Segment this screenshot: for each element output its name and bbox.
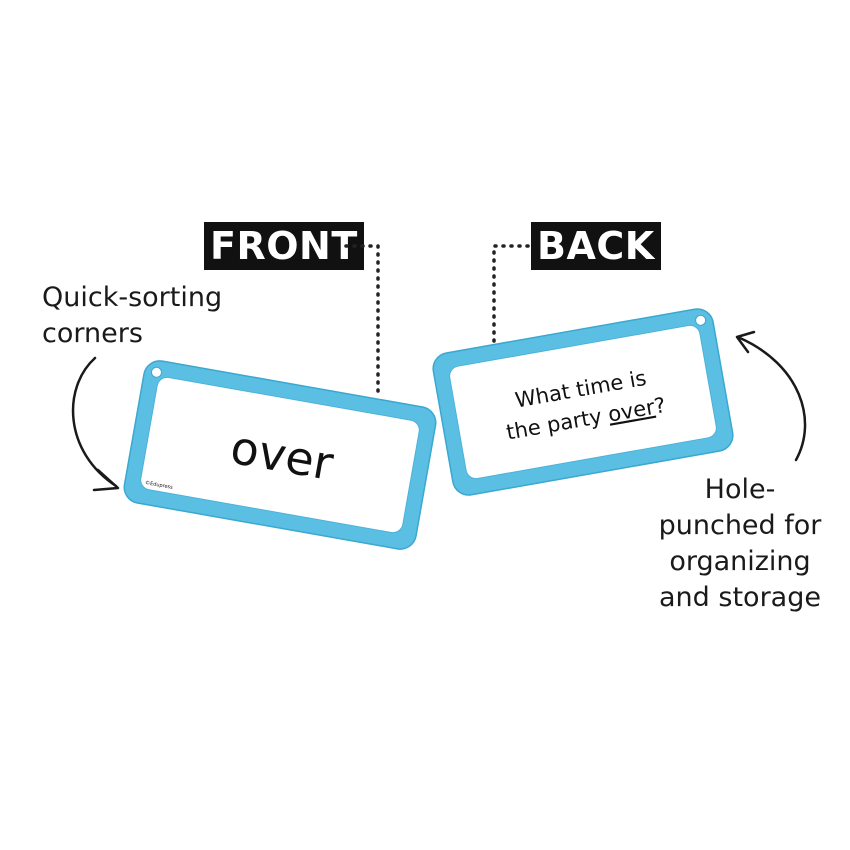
callout-right-line-1: Hole- (704, 474, 776, 505)
callout-right-line-3: organizing (669, 546, 811, 577)
back-card-line-2-suffix: ? (652, 393, 667, 419)
back-leader-dotted-line (492, 244, 530, 347)
quick-sorting-callout: Quick-sorting corners (42, 280, 242, 352)
front-card-brand: ©Edupress (145, 479, 174, 491)
back-card-face (449, 324, 717, 480)
left-curved-arrow (71, 356, 120, 492)
callout-left-line-2: corners (42, 318, 143, 349)
back-label: BACK (531, 222, 661, 270)
hole-punched-callout: Hole- punched for organizing and storage (650, 472, 830, 616)
front-leader-dotted-line (344, 244, 380, 394)
front-label: FRONT (204, 222, 364, 270)
callout-left-line-1: Quick-sorting (42, 282, 223, 313)
callout-right-line-4: and storage (659, 582, 821, 613)
back-card-hole (695, 314, 707, 326)
front-card: over ©Edupress (123, 360, 437, 550)
front-card-hole (150, 366, 162, 378)
callout-right-line-2: punched for (658, 510, 822, 541)
back-card: What time is the party over? (432, 308, 734, 496)
front-card-face (140, 376, 420, 534)
right-curved-arrow (735, 330, 807, 462)
